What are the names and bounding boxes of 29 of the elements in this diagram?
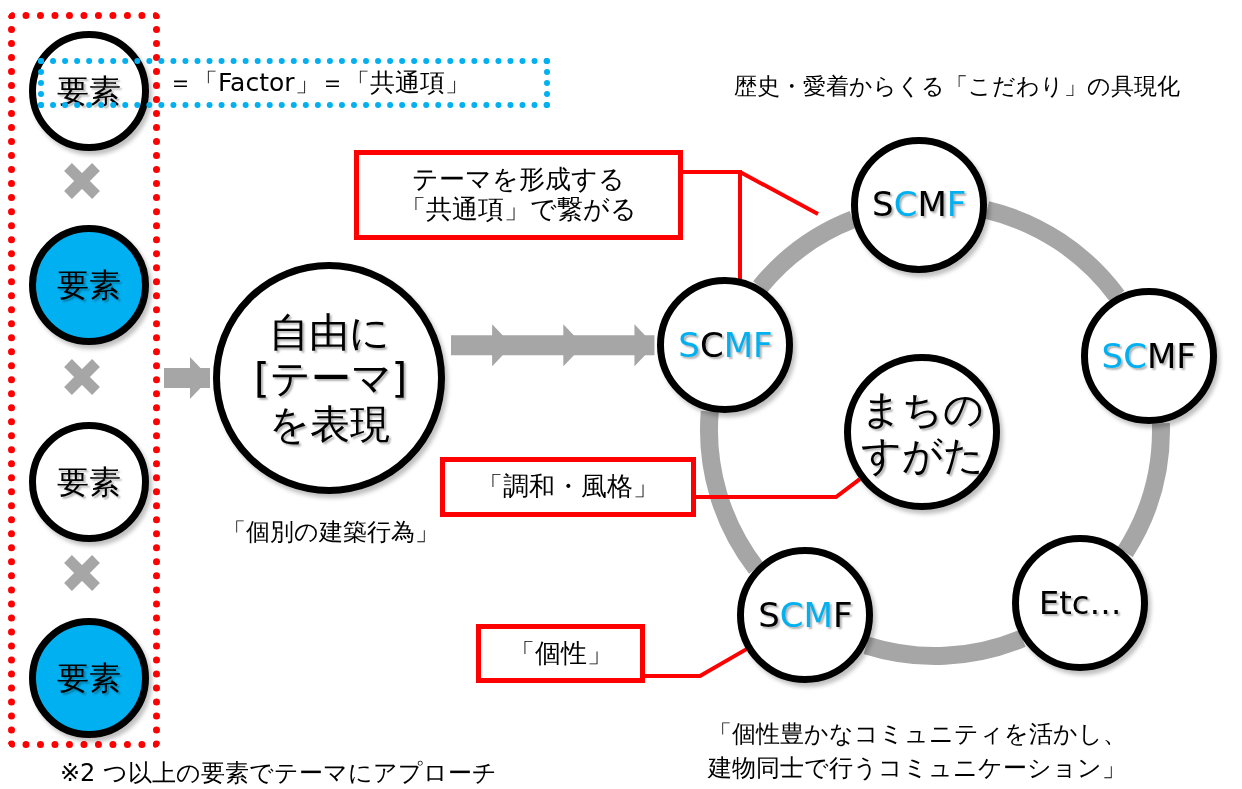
callout-box: 「個性」 <box>476 624 645 683</box>
leader-line <box>696 477 861 499</box>
scmf-circle: SCMF <box>657 277 794 414</box>
node-caption: 「個別の建築行為」 <box>220 517 440 548</box>
ring-arc <box>700 411 764 574</box>
ring-arc <box>864 630 1026 665</box>
theme-circle: 自由に[テーマ]を表現 <box>213 262 445 494</box>
callout-box: 「調和・風格」 <box>440 457 696 517</box>
scmf-circle: SCMF <box>851 136 988 273</box>
block-arrow <box>164 357 210 399</box>
caption: 「個性豊かなコミュニティを活かし、建物同士で行うコミュニケーション」 <box>706 719 1128 784</box>
element-circle: 要素 <box>29 422 149 542</box>
block-arrow <box>451 324 655 366</box>
leader-line <box>645 647 748 678</box>
scmf-circle: SCMF <box>1080 288 1217 425</box>
callout-box: テーマを形成する「共通項」で繋がる <box>354 150 683 240</box>
footnote: ※2 つ以上の要素でテーマにアプローチ <box>60 758 498 789</box>
element-circle: 要素 <box>29 225 149 345</box>
ring-arc <box>1117 423 1170 557</box>
town-circle: まちのすがた <box>844 354 1000 510</box>
scmf-circle: SCMF <box>737 547 874 684</box>
element-circle: 要素 <box>29 31 149 151</box>
ring-arc <box>753 211 857 293</box>
leader-line <box>683 170 819 216</box>
ring-arc <box>984 201 1125 302</box>
group-frame <box>8 12 160 748</box>
heading: 歴史・愛着からくる「こだわり」の具現化 <box>733 72 1181 101</box>
element-circle: 要素 <box>29 618 149 738</box>
etc-circle: Etc… <box>1012 535 1149 672</box>
